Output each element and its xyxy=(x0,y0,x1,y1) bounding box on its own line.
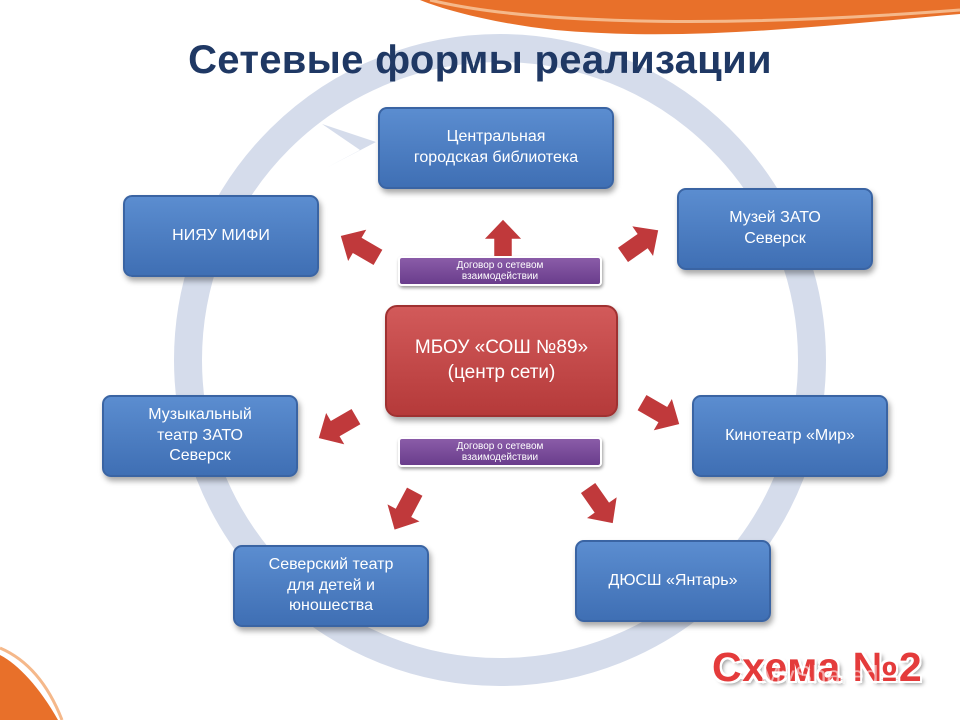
center-node-school-89: МБОУ «СОШ №89» (центр сети) xyxy=(385,305,618,417)
watermark-text: MyShared xyxy=(760,660,879,690)
agreement-badge-bottom: Договор о сетевом взаимодействии xyxy=(398,437,602,467)
arrow-to-cinema xyxy=(634,391,683,435)
page-title: Сетевые формы реализации xyxy=(188,38,772,82)
node-music-theatre-zato-seversk: Музыкальный театр ЗАТО Северск xyxy=(102,395,298,477)
node-museum-zato-seversk: Музей ЗАТО Северск xyxy=(677,188,873,270)
node-cinema-mir: Кинотеатр «Мир» xyxy=(692,395,888,477)
scheme-number-stamp: Схема №2 xyxy=(712,644,923,690)
bottom-left-orange-corner xyxy=(0,655,58,720)
cycle-ring-arrowhead xyxy=(322,124,376,168)
center-node-subtitle: (центр сети) xyxy=(447,362,556,383)
node-seversk-youth-theatre: Северский театр для детей и юношества xyxy=(233,545,429,627)
agreement-badge-top: Договор о сетевом взаимодействии xyxy=(398,256,602,286)
arrow-to-youth-theatre xyxy=(383,484,426,533)
arrow-to-dyussh xyxy=(577,479,621,527)
cycle-ring xyxy=(174,34,826,686)
top-orange-wave xyxy=(420,0,960,35)
arrow-to-music-theatre xyxy=(315,405,364,449)
top-orange-wave-highlight xyxy=(429,0,960,23)
center-node-name: МБОУ «СОШ №89» xyxy=(414,337,589,359)
arrow-to-museum xyxy=(614,222,662,266)
node-dyussh-yantar: ДЮСШ «Янтарь» xyxy=(575,540,771,622)
bottom-left-corner-highlight xyxy=(0,646,64,720)
arrow-to-mifi xyxy=(337,225,386,269)
node-central-library: Центральная городская библиотека xyxy=(378,107,614,189)
node-niyau-mifi: НИЯУ МИФИ xyxy=(123,195,319,277)
